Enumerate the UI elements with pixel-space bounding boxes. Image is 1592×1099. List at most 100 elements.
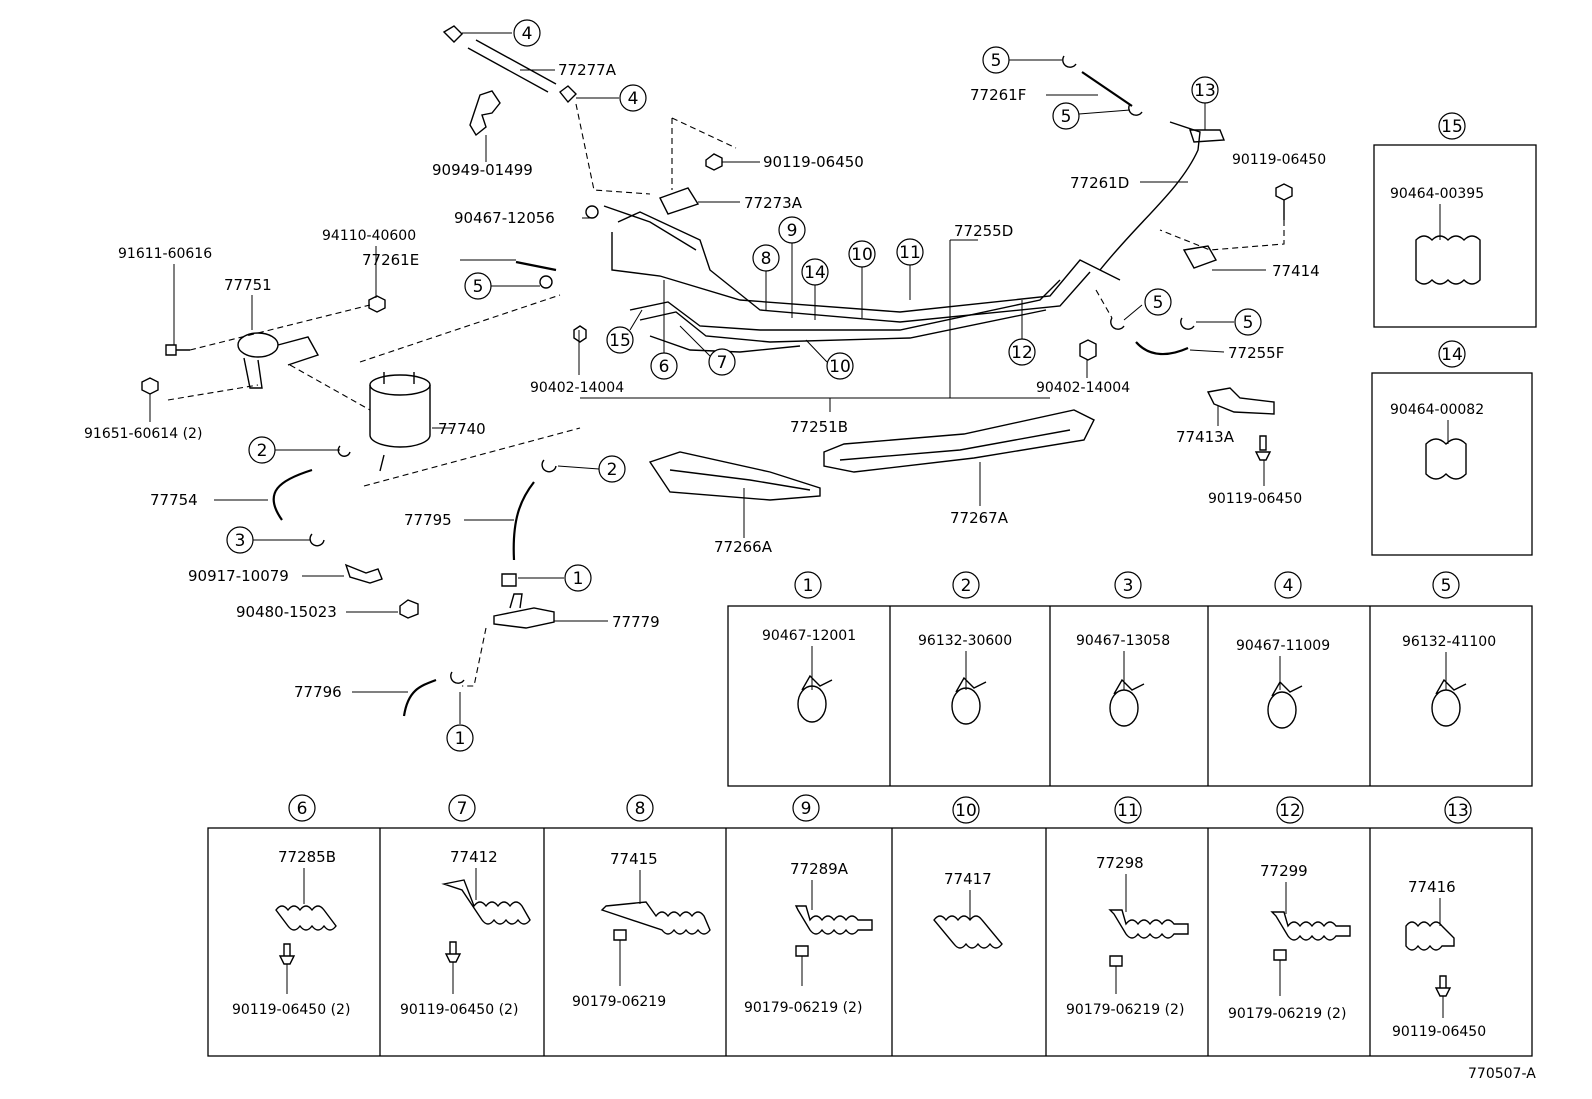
tube-assembly-77251B bbox=[603, 205, 1121, 353]
bracket-9-fastener: 90179-06219 (2) bbox=[744, 1000, 862, 1016]
callout-4-second bbox=[619, 84, 647, 112]
label-77261F: 77261F bbox=[970, 86, 1026, 104]
label-77795: 77795 bbox=[404, 511, 452, 529]
callout-5-right-a bbox=[1144, 288, 1172, 316]
bracket-6-fastener: 90119-06450 (2) bbox=[232, 1002, 350, 1018]
hose-77754 bbox=[272, 468, 313, 521]
clamp-3-ref: 3 bbox=[1123, 576, 1134, 596]
figure-id: 770507-A bbox=[1468, 1066, 1536, 1082]
callout-14-box bbox=[1438, 340, 1466, 368]
callout-11-center-label: 11 bbox=[899, 243, 921, 263]
label-90467-12056: 90467-12056 bbox=[454, 209, 555, 227]
clamp-3-part: 90467-13058 bbox=[1076, 633, 1170, 649]
bracket-8-icon bbox=[600, 901, 711, 935]
callout-5-second-label: 5 bbox=[1061, 107, 1072, 127]
clamp-2-part: 96132-30600 bbox=[918, 633, 1012, 649]
callout-6-center-label: 6 bbox=[659, 357, 670, 377]
bracket-12-part: 77299 bbox=[1260, 862, 1308, 880]
bracket-13-ref: 13 bbox=[1447, 801, 1469, 821]
hose-77795 bbox=[512, 481, 535, 561]
label-90917-10079: 90917-10079 bbox=[188, 567, 289, 585]
label-77751: 77751 bbox=[224, 276, 272, 294]
clamp-90464-00395 bbox=[1415, 235, 1481, 285]
bracket-6-ref: 6 bbox=[297, 799, 308, 819]
label-90402-14004-left: 90402-14004 bbox=[530, 380, 624, 396]
callout-1-center bbox=[564, 564, 592, 592]
bracket-10-part: 77417 bbox=[944, 870, 992, 888]
bracket-11-ref: 11 bbox=[1117, 801, 1139, 821]
valve-90917-10079 bbox=[344, 563, 383, 584]
label-77255D: 77255D bbox=[954, 222, 1013, 240]
label-90402-14004-right: 90402-14004 bbox=[1036, 380, 1130, 396]
callout-15-center-label: 15 bbox=[609, 331, 631, 351]
bracket-6-icon bbox=[275, 905, 337, 931]
bracket-77751 bbox=[237, 332, 320, 389]
tube-77261D bbox=[1099, 121, 1201, 271]
label-90119-06450-mid: 90119-06450 bbox=[1208, 491, 1302, 507]
clamp-90464-00082 bbox=[1425, 438, 1467, 480]
clamp-5-part: 96132-41100 bbox=[1402, 634, 1496, 650]
label-77754: 77754 bbox=[150, 491, 198, 509]
bracket-10-icon bbox=[933, 915, 1003, 949]
clamp-2-icon bbox=[951, 676, 987, 725]
callout-10-upper-label: 10 bbox=[851, 245, 873, 265]
label-77266A: 77266A bbox=[714, 538, 773, 556]
callout-4-top-label: 4 bbox=[522, 24, 533, 44]
callout-10-lower-label: 10 bbox=[829, 357, 851, 377]
label-77255F: 77255F bbox=[1228, 344, 1284, 362]
label-77261E: 77261E bbox=[362, 251, 419, 269]
clamp-1-part: 90467-12001 bbox=[762, 628, 856, 644]
callout-10-lower bbox=[826, 352, 854, 380]
clamp-5-ref: 5 bbox=[1441, 576, 1452, 596]
hose-77277A bbox=[442, 25, 577, 104]
callout-5-left-label: 5 bbox=[473, 277, 484, 297]
callout-15-center bbox=[606, 326, 634, 354]
bracket-7-part: 77412 bbox=[450, 848, 498, 866]
label-90119-06450-top: 90119-06450 bbox=[763, 153, 864, 171]
protector-77266A bbox=[648, 451, 821, 501]
bracket-table: 6 77285B 90119-06450 (2) 7 77412 90119-0… bbox=[207, 794, 1533, 1057]
callout-4-second-label: 4 bbox=[628, 89, 639, 109]
box-14 bbox=[1371, 372, 1533, 556]
clamp-5-icon bbox=[1431, 678, 1467, 727]
callout-9-center-label: 9 bbox=[787, 221, 798, 241]
callout-14-center-label: 14 bbox=[804, 263, 826, 283]
label-77779: 77779 bbox=[612, 613, 660, 631]
callout-5-top-label: 5 bbox=[991, 51, 1002, 71]
canister-77740 bbox=[369, 372, 431, 472]
callout-1-center-label: 1 bbox=[573, 569, 584, 589]
bracket-77779 bbox=[493, 593, 555, 629]
bracket-9-icon bbox=[794, 905, 873, 935]
callout-15-box bbox=[1438, 112, 1466, 140]
label-77273A: 77273A bbox=[744, 194, 803, 212]
callout-1-bottom-label: 1 bbox=[455, 729, 466, 749]
clamp-4-part: 90467-11009 bbox=[1236, 638, 1330, 654]
clip-90949-01499 bbox=[469, 90, 501, 137]
callout-2-left-label: 2 bbox=[257, 441, 268, 461]
bracket-9-part: 77289A bbox=[790, 860, 849, 878]
label-91651-60614: 91651-60614 (2) bbox=[84, 426, 202, 442]
bracket-8-fastener: 90179-06219 bbox=[572, 994, 666, 1010]
bracket-7-ref: 7 bbox=[457, 799, 468, 819]
hose-77255F bbox=[1135, 341, 1189, 356]
bracket-9-ref: 9 bbox=[801, 799, 812, 819]
bolt-91611-60616 bbox=[165, 344, 190, 356]
box-15 bbox=[1373, 144, 1537, 328]
callout-5-right-b bbox=[1234, 308, 1262, 336]
clamp-table: 1 90467-12001 2 96132-30600 3 90467-1305… bbox=[727, 571, 1533, 787]
bracket-7-fastener: 90119-06450 (2) bbox=[400, 1002, 518, 1018]
clamp-3-icon bbox=[1109, 678, 1145, 727]
bracket-10-ref: 10 bbox=[955, 801, 977, 821]
label-91611-60616: 91611-60616 bbox=[118, 246, 212, 262]
bracket-7-icon bbox=[441, 879, 531, 925]
bracket-77413A bbox=[1206, 387, 1275, 415]
bracket-8-part: 77415 bbox=[610, 850, 658, 868]
label-77414: 77414 bbox=[1272, 262, 1320, 280]
callout-8-center-label: 8 bbox=[761, 249, 772, 269]
bracket-12-icon bbox=[1270, 911, 1351, 941]
hose-77261F bbox=[1081, 71, 1133, 107]
clamp-1-icon bbox=[797, 674, 833, 723]
box-15-part: 90464-00395 bbox=[1390, 186, 1484, 202]
clamp-4-icon bbox=[1267, 680, 1303, 729]
